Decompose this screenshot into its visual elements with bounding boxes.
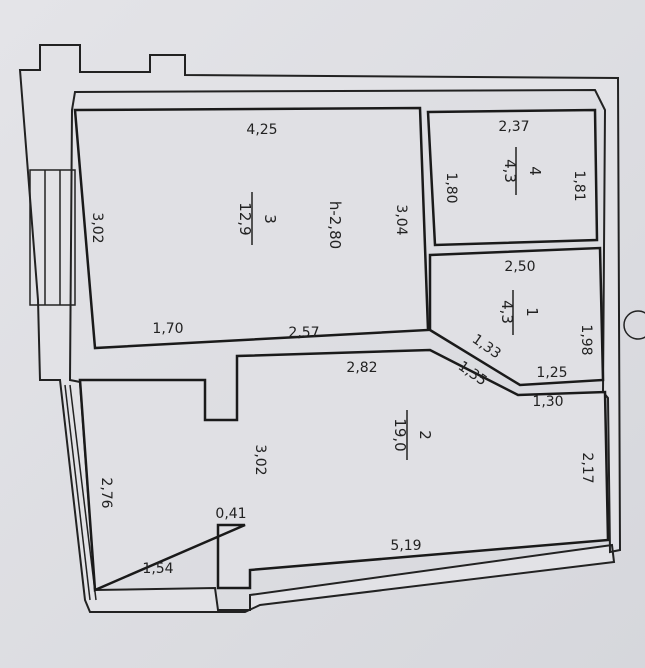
room-3-number: 3 bbox=[261, 214, 279, 224]
room-4-number: 4 bbox=[526, 166, 544, 176]
dim-r4-left: 1,80 bbox=[443, 172, 459, 203]
window bbox=[29, 169, 76, 306]
dim-r4-right: 1,81 bbox=[571, 170, 587, 201]
dim-r2-left: 2,76 bbox=[98, 477, 114, 508]
room-2-area: 19,0 bbox=[391, 418, 409, 451]
dim-r4-top: 2,37 bbox=[498, 119, 529, 135]
dim-r2-bottom-left: 1,54 bbox=[142, 561, 173, 577]
balcony-window bbox=[64, 384, 91, 601]
dim-r2-top-right: 1,30 bbox=[532, 394, 563, 410]
dim-r2-mid: 3,02 bbox=[252, 444, 268, 475]
room-1-number: 1 bbox=[523, 307, 541, 317]
room-2 bbox=[78, 348, 610, 592]
room-1-area: 4,3 bbox=[498, 300, 516, 324]
room-1 bbox=[428, 246, 605, 387]
room-2-number: 2 bbox=[416, 430, 434, 440]
dim-r3-bottom-a: 1,70 bbox=[152, 321, 183, 337]
room-3-area: 12,9 bbox=[236, 202, 254, 235]
dim-r1-bottom: 1,25 bbox=[536, 365, 567, 381]
dim-r1-top: 2,50 bbox=[504, 259, 535, 275]
ceiling-height: h-2,80 bbox=[326, 201, 344, 249]
balcony-window bbox=[69, 384, 97, 601]
room-4-area: 4,3 bbox=[501, 159, 519, 183]
outer-wall bbox=[18, 44, 622, 613]
dim-r2-bottom: 5,19 bbox=[390, 538, 421, 554]
room-4 bbox=[426, 108, 599, 247]
dim-r3-right: 3,04 bbox=[393, 204, 409, 235]
dim-r3-left: 3,02 bbox=[89, 212, 105, 243]
dim-r3-top: 4,25 bbox=[246, 122, 277, 138]
dim-r2-top: 2,82 bbox=[346, 360, 377, 376]
dim-r1-right: 1,98 bbox=[578, 324, 594, 355]
dim-r2-pillar: 0,41 bbox=[215, 506, 246, 522]
dim-r3-bottom-b: 2,57 bbox=[288, 325, 319, 341]
riser-symbol bbox=[623, 310, 645, 340]
dim-r2-right: 2,17 bbox=[579, 452, 595, 483]
